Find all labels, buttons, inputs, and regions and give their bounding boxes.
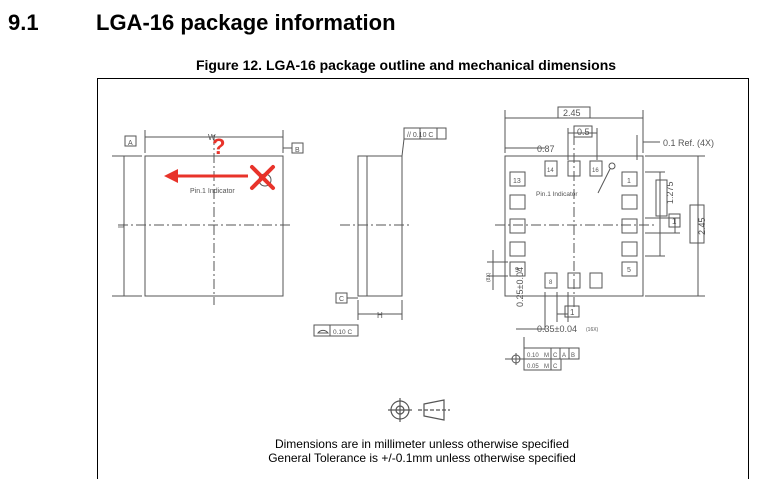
pad-number: 13 <box>513 178 521 185</box>
bottom-pin1-label: Pin.1 Indicator <box>536 191 578 198</box>
parallelism-label: // 0.10 C <box>407 132 433 139</box>
section-title: LGA-16 package information <box>96 10 396 35</box>
section-number: 9.1 <box>8 10 39 35</box>
pad <box>567 272 581 289</box>
svg-text:C: C <box>553 353 558 359</box>
top-pin1-label: Pin.1 Indicator <box>190 188 235 195</box>
pad <box>621 218 638 234</box>
pad <box>509 261 526 277</box>
datum-b-label: B <box>295 147 300 154</box>
dim-pad-w: 0.35±0.04 <box>537 324 577 334</box>
dim-pad-h: 0.25±0.04 <box>515 267 525 307</box>
flatness-icon <box>317 329 329 334</box>
dim-1275: 1.275 <box>665 181 675 204</box>
svg-text:A: A <box>562 353 566 359</box>
drawing-frame <box>97 78 749 479</box>
dim-1: 1 <box>672 217 677 226</box>
svg-text:M: M <box>544 364 549 370</box>
dim-height: 2.45 <box>697 217 707 235</box>
figure-caption: Figure 12. LGA-16 package outline and me… <box>195 57 617 73</box>
svg-text:C: C <box>553 364 558 370</box>
pad-number: 8 <box>549 280 553 286</box>
bottom-view <box>487 106 705 371</box>
pad-number: 14 <box>547 168 554 174</box>
dim-ref: 0.1 Ref. (4X) <box>663 138 714 148</box>
dim-pad-h-count: (8X) <box>486 272 492 282</box>
pad-number: 16 <box>592 168 599 174</box>
footnote-tolerance: General Tolerance is +/-0.1mm unless oth… <box>268 451 576 465</box>
width-label: W <box>208 133 216 142</box>
pad <box>589 272 603 289</box>
pad <box>509 171 526 187</box>
bottom-pin1-marker <box>608 162 616 170</box>
side-view <box>313 127 447 337</box>
red-arrow-annotation <box>164 169 248 183</box>
dim-width: 2.45 <box>563 108 581 118</box>
datum-a-label: A <box>128 140 133 147</box>
tol2-value: 0.05 <box>527 364 539 370</box>
dim-1-bottom: 1 <box>570 308 575 317</box>
flatness-label: 0.10 C <box>333 329 352 336</box>
pad <box>621 171 638 187</box>
footnote-units: Dimensions are in millimeter unless othe… <box>274 437 570 451</box>
pad-number: 1 <box>627 178 631 185</box>
length-label: L <box>117 223 126 228</box>
pad <box>621 261 638 277</box>
tol1-value: 0.10 <box>527 353 539 359</box>
pad <box>509 218 526 234</box>
svg-text:M: M <box>544 353 549 359</box>
red-x-annotation <box>250 165 275 190</box>
flatness-frame <box>313 324 359 337</box>
datum-c-label: C <box>339 296 344 303</box>
pad-number: 9 <box>515 267 519 274</box>
pad <box>509 194 526 210</box>
dim-pad-w-count: (16X) <box>586 327 599 333</box>
pad <box>509 241 526 257</box>
height-label: H <box>377 311 383 320</box>
pad <box>621 194 638 210</box>
svg-text:B: B <box>571 353 575 359</box>
side-view-outline <box>357 155 403 297</box>
question-mark-annotation: ? <box>212 134 225 159</box>
pad <box>621 241 638 257</box>
pad <box>589 160 603 177</box>
pad <box>544 160 558 177</box>
pad <box>544 272 558 289</box>
dim-pitch: 0.5 <box>577 127 590 137</box>
pad-number: 5 <box>627 267 631 274</box>
top-view <box>112 130 304 305</box>
dim-087: 0.87 <box>537 144 555 154</box>
parallelism-frame <box>403 127 447 140</box>
pad <box>567 160 581 177</box>
datum-a-box <box>124 135 137 147</box>
position-tolerance-frame-2 <box>523 358 562 371</box>
third-angle-projection-icon <box>388 398 450 422</box>
